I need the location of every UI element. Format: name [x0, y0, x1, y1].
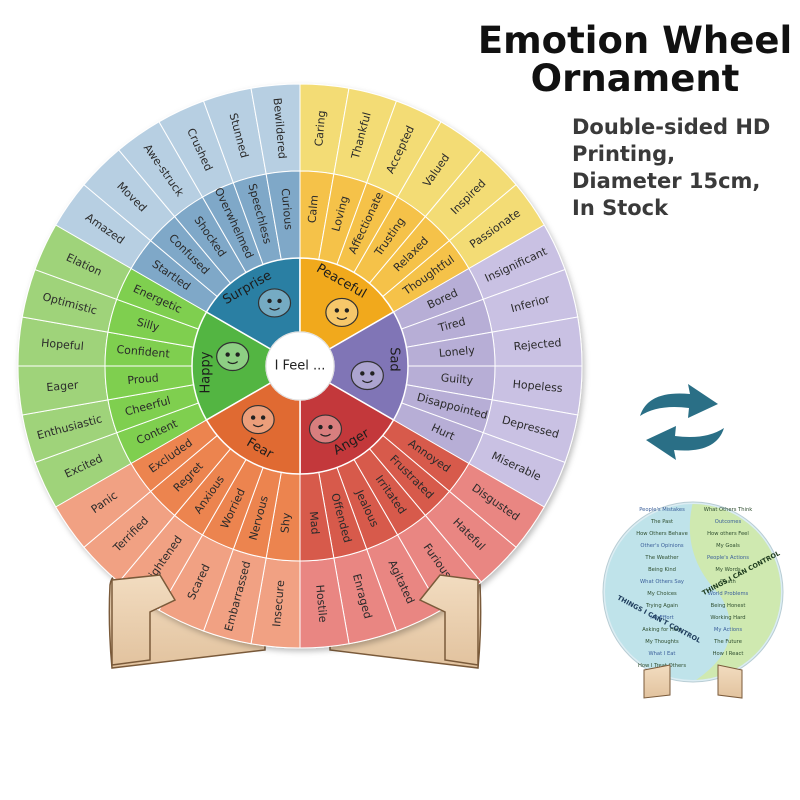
back-side-item: Outcomes	[715, 519, 742, 525]
core-emotion-label-sad: Sad	[386, 347, 401, 371]
brain-face-icon	[325, 297, 359, 328]
back-side-item: What Others Say	[640, 579, 684, 585]
outer-emotion-label-hopeless: Hopeless	[512, 378, 563, 395]
outer-emotion-label-hopeful: Hopeful	[41, 336, 85, 353]
middle-emotion-label-shy: Shy	[278, 512, 293, 534]
back-side-item: How I React	[713, 651, 744, 657]
middle-emotion-label-proud: Proud	[127, 371, 159, 387]
back-side-item: My Choices	[647, 591, 677, 597]
back-side-item: Death	[720, 579, 736, 585]
middle-emotion-label-lonely: Lonely	[438, 344, 475, 360]
back-side-item: Other's Opinions	[640, 543, 684, 549]
middle-emotion-label-silly: Silly	[135, 316, 161, 335]
brain-face-icon	[241, 404, 275, 435]
feature-line: Printing,	[572, 142, 676, 166]
back-side-item: The Weather	[644, 555, 679, 561]
back-side-item: How I Treat Others	[638, 663, 686, 669]
back-side-item: My Words	[715, 567, 741, 573]
outer-emotion-label-insecure: Insecure	[270, 579, 287, 627]
title-line-1: Emotion Wheel	[477, 19, 793, 62]
outer-emotion-label-bewildered: Bewildered	[271, 97, 289, 159]
feature-line: Diameter 15cm,	[572, 169, 761, 193]
back-side-item: The Future	[713, 639, 742, 645]
back-side-item: Trying Again	[645, 603, 678, 609]
rotate-arrows-icon	[640, 384, 724, 460]
brain-face-icon	[308, 414, 343, 444]
middle-emotion-label-calm: Calm	[306, 194, 321, 223]
back-side-item: My Thoughts	[645, 639, 679, 645]
back-side-item: My Actions	[714, 627, 742, 633]
brain-face-icon	[257, 288, 292, 318]
back-side-item: People's Actions	[707, 555, 749, 561]
feature-line: In Stock	[572, 196, 669, 220]
back-side-item: My Goals	[716, 543, 740, 549]
middle-emotion-label-confident: Confident	[116, 343, 171, 361]
feature-line: Double-sided HD	[572, 115, 771, 139]
wooden-stand-front	[111, 574, 479, 666]
back-side-item: Asking for Help	[642, 627, 682, 633]
product-title: Emotion Wheel Ornament	[470, 22, 800, 98]
back-side-item: World Problems	[708, 591, 749, 597]
back-side-item: Being Kind	[648, 567, 676, 573]
outer-emotion-label-eager: Eager	[46, 378, 79, 394]
back-side-item: What I Eat	[649, 651, 676, 657]
middle-emotion-label-mad: Mad	[307, 511, 322, 535]
back-side-item: People's Mistakes	[639, 507, 685, 513]
back-side-item: How Others Behave	[636, 531, 688, 537]
back-side-item: Being Honest	[711, 603, 746, 609]
core-emotion-label-happy: Happy	[199, 351, 214, 393]
back-side-item: My Effort	[650, 615, 673, 621]
wheel-center	[265, 331, 335, 401]
middle-emotion-label-guilty: Guilty	[440, 371, 474, 387]
back-side-item: The Past	[650, 519, 673, 525]
outer-emotion-label-rejected: Rejected	[513, 336, 562, 353]
back-side-item: Working Hard	[710, 615, 745, 621]
outer-emotion-label-hostile: Hostile	[313, 584, 329, 623]
brain-face-icon	[216, 341, 250, 372]
middle-emotion-label-curious: Curious	[278, 188, 295, 231]
back-side-item: What Others Think	[704, 507, 753, 513]
title-line-2: Ornament	[530, 57, 740, 100]
center-label: I Feel ...	[275, 359, 326, 374]
back-side-item: How others Feel	[707, 531, 749, 537]
brain-face-icon	[350, 360, 384, 391]
product-features: Double-sided HD Printing, Diameter 15cm,…	[572, 114, 797, 222]
outer-emotion-label-caring: Caring	[312, 110, 328, 147]
